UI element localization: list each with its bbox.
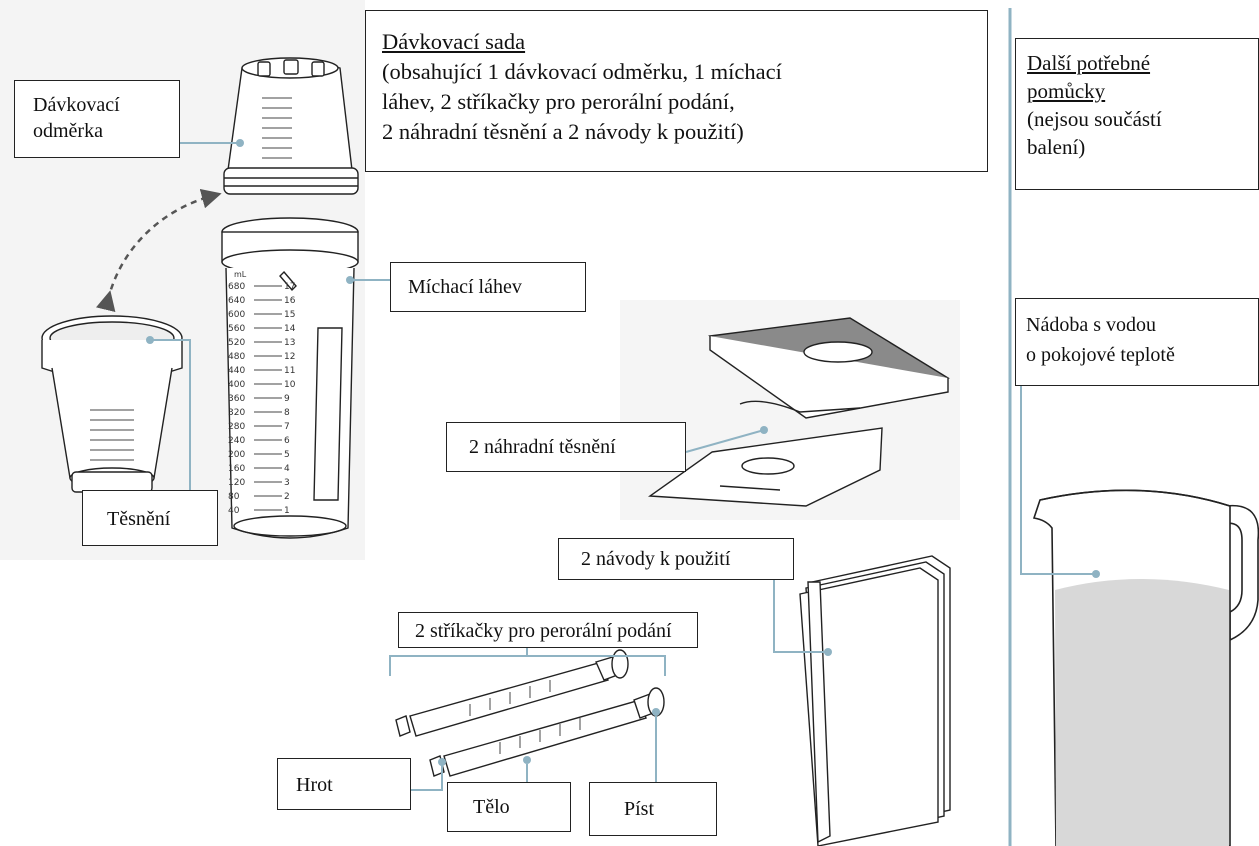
bottle-scale-oz: 5 [284, 450, 290, 460]
plunger-label: Píst [624, 798, 655, 820]
bottle-scale-oz: 4 [284, 464, 290, 474]
bottle-scale-oz: 15 [284, 310, 296, 320]
bottle-scale-oz: 12 [284, 352, 296, 362]
spare-seals-illustration [647, 317, 950, 507]
assembly-arrow [95, 188, 222, 313]
bottle-scale-oz: 11 [284, 366, 296, 376]
bottle-scale-oz: 9 [284, 394, 290, 404]
bottle-scale-oz: 6 [284, 436, 290, 446]
mixing-bottle-illustration [221, 217, 359, 539]
bottle-scale-ml: 440 [228, 366, 246, 376]
tip-label-box: Hrot [277, 758, 411, 810]
bottle-scale-oz: 3 [284, 478, 290, 488]
bottle-scale-ml: 480 [228, 352, 246, 362]
water-jug-label-line2: o pokojové teplotě [1026, 344, 1175, 366]
bottle-scale-oz: 17 [284, 282, 296, 292]
dosing-cup-label-box: Dávkovací odměrka [14, 80, 180, 158]
bottle-scale-ml: 600 [228, 310, 246, 320]
bottle-scale-ml: 80 [228, 492, 240, 502]
plunger-label-box: Píst [589, 782, 717, 836]
spare-seals-label: 2 náhradní těsnění [469, 436, 616, 458]
additional-items-desc-line2: balení) [1027, 135, 1086, 159]
bottle-scale-oz: 16 [284, 296, 296, 306]
bottle-scale-oz: 10 [284, 380, 296, 390]
barrel-label-box: Tělo [447, 782, 571, 832]
water-jug-label-line1: Nádoba s vodou [1026, 314, 1156, 336]
dosing-kit-desc-line3: 2 náhradní těsnění a 2 návody k použití) [382, 119, 744, 144]
mixing-bottle-label: Míchací láhev [408, 276, 522, 298]
syringes-illustration [395, 649, 665, 777]
tip-label: Hrot [296, 774, 333, 796]
instructions-label-box: 2 návody k použití [558, 538, 794, 580]
syringes-label: 2 stříkačky pro perorální podání [415, 620, 672, 642]
dosing-kit-desc-line1: (obsahující 1 dávkovací odměrku, 1 mícha… [382, 59, 782, 84]
additional-items-box: Další potřebné pomůcky (nejsou součástí … [1015, 38, 1259, 190]
dosing-cup-label-line1: Dávkovací [33, 94, 120, 116]
bottle-scale-ml: 520 [228, 338, 246, 348]
bottle-scale-ml: 320 [228, 408, 246, 418]
bottle-scale-unit: mL [234, 270, 247, 279]
instruction-booklets-illustration [799, 555, 951, 846]
bottle-scale-ml: 160 [228, 464, 246, 474]
additional-items-title-line1: Další potřebné [1027, 51, 1151, 75]
instructions-label: 2 návody k použití [581, 548, 731, 570]
dosing-kit-desc-line2: láhev, 2 stříkačky pro perorální podání, [382, 89, 735, 114]
bottle-scale-oz: 13 [284, 338, 296, 348]
bottle-scale-oz: 2 [284, 492, 290, 502]
syringes-label-box: 2 stříkačky pro perorální podání [398, 612, 698, 648]
bottle-scale-ml: 560 [228, 324, 246, 334]
spare-seals-label-box: 2 náhradní těsnění [446, 422, 686, 472]
bottle-scale-oz: 8 [284, 408, 290, 418]
mixing-bottle-label-box: Míchací láhev [390, 262, 586, 312]
bottle-scale-ml: 240 [228, 436, 246, 446]
barrel-label: Tělo [473, 796, 510, 818]
additional-items-title-line2: pomůcky [1027, 79, 1106, 103]
seal-cup-illustration [41, 315, 183, 493]
additional-items-desc-line1: (nejsou součástí [1027, 107, 1162, 131]
bottle-scale-ml: 640 [228, 296, 246, 306]
bottle-scale-oz: 7 [284, 422, 290, 432]
seal-label-box: Těsnění [82, 490, 218, 546]
bottle-scale-ml: 120 [228, 478, 246, 488]
dosing-cup-label-line2: odměrka [33, 120, 103, 142]
water-jug-label-box: Nádoba s vodou o pokojové teplotě [1015, 298, 1259, 386]
bottle-scale-ml: 680 [228, 282, 246, 292]
bottle-scale-ml: 280 [228, 422, 246, 432]
bottle-scale-oz: 14 [284, 324, 296, 334]
bottle-scale-oz: 1 [284, 506, 290, 516]
bottle-scale-ml: 360 [228, 394, 246, 404]
seal-label: Těsnění [107, 508, 171, 530]
dosing-kit-box: Dávkovací sada (obsahující 1 dávkovací o… [365, 10, 988, 172]
bottle-scale-ml: 200 [228, 450, 246, 460]
dosing-cup-illustration [223, 57, 359, 195]
bottle-scale-ml: 400 [228, 380, 246, 390]
dosing-kit-title: Dávkovací sada [382, 29, 526, 54]
bottle-scale-ml: 40 [228, 506, 240, 516]
water-jug-illustration [1032, 489, 1259, 846]
